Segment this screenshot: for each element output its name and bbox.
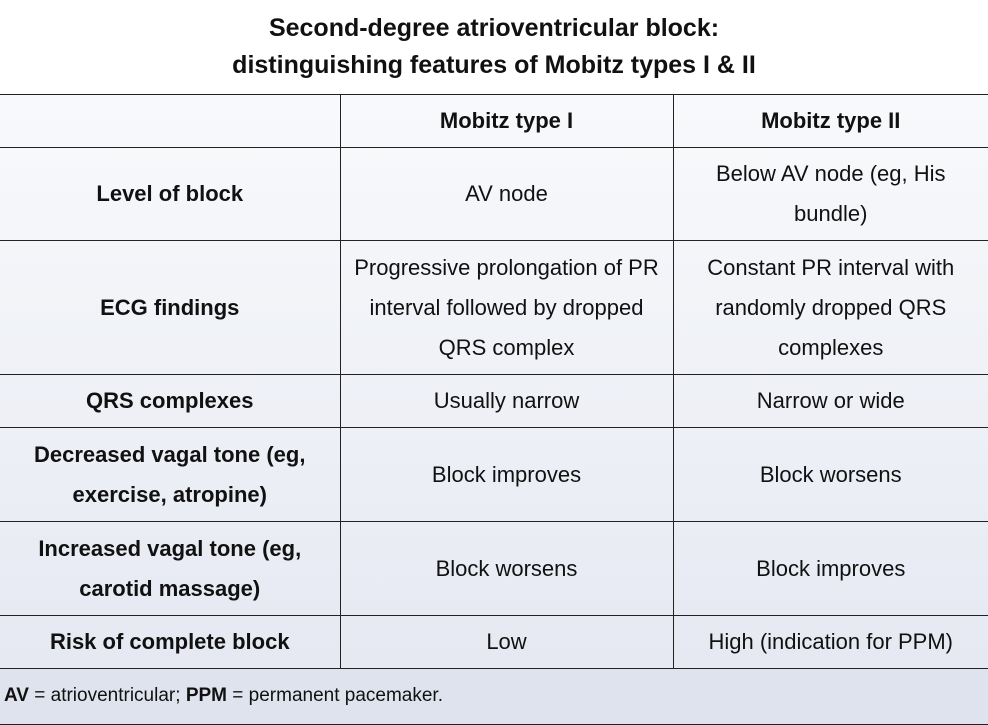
type2-cell: Narrow or wide <box>672 374 988 428</box>
type1-cell: Usually narrow <box>339 374 674 428</box>
table-header-row: Mobitz type I Mobitz type II <box>0 94 988 148</box>
table-row: Decreased vagal tone (eg, exercise, atro… <box>0 427 988 522</box>
figure-title: Second-degree atrioventricular block: di… <box>0 0 988 94</box>
footnote-abbr-av: AV <box>4 685 29 706</box>
row-label: Risk of complete block <box>0 615 341 669</box>
header-empty-cell <box>0 94 341 148</box>
title-line-1: Second-degree atrioventricular block: <box>268 14 720 42</box>
table-row: Level of block AV node Below AV node (eg… <box>0 147 988 241</box>
row-label: Increased vagal tone (eg, carotid massag… <box>0 521 341 616</box>
type1-cell: Progressive prolongation of PR interval … <box>339 240 674 375</box>
type1-cell: Low <box>339 615 674 669</box>
table-row: Risk of complete block Low High (indicat… <box>0 615 988 669</box>
type1-cell: Block worsens <box>339 521 674 616</box>
table-row: Increased vagal tone (eg, carotid massag… <box>0 521 988 616</box>
type2-cell: Below AV node (eg, His bundle) <box>672 147 988 241</box>
row-label: Level of block <box>0 147 341 241</box>
type2-cell: Constant PR interval with randomly dropp… <box>672 240 988 375</box>
type2-cell: Block improves <box>672 521 988 616</box>
table-row: QRS complexes Usually narrow Narrow or w… <box>0 374 988 428</box>
type2-cell: Block worsens <box>672 427 988 522</box>
row-label: ECG findings <box>0 240 341 375</box>
footnote-def-av: = atrioventricular; <box>28 685 186 706</box>
row-label: Decreased vagal tone (eg, exercise, atro… <box>0 427 341 522</box>
footnote-abbr-ppm: PPM <box>185 685 227 706</box>
footnote: AV = atrioventricular; PPM = permanent p… <box>0 669 988 725</box>
title-line-2: distinguishing features of Mobitz types … <box>232 51 756 79</box>
comparison-table: Mobitz type I Mobitz type II Level of bl… <box>0 94 988 669</box>
type2-cell: High (indication for PPM) <box>672 615 988 669</box>
footnote-def-ppm: = permanent pacemaker. <box>227 685 443 706</box>
row-label: QRS complexes <box>0 374 341 428</box>
header-mobitz-type-2: Mobitz type II <box>672 94 988 148</box>
table-row: ECG findings Progressive prolongation of… <box>0 240 988 375</box>
type1-cell: AV node <box>339 147 674 241</box>
type1-cell: Block improves <box>339 427 674 522</box>
header-mobitz-type-1: Mobitz type I <box>339 94 674 148</box>
